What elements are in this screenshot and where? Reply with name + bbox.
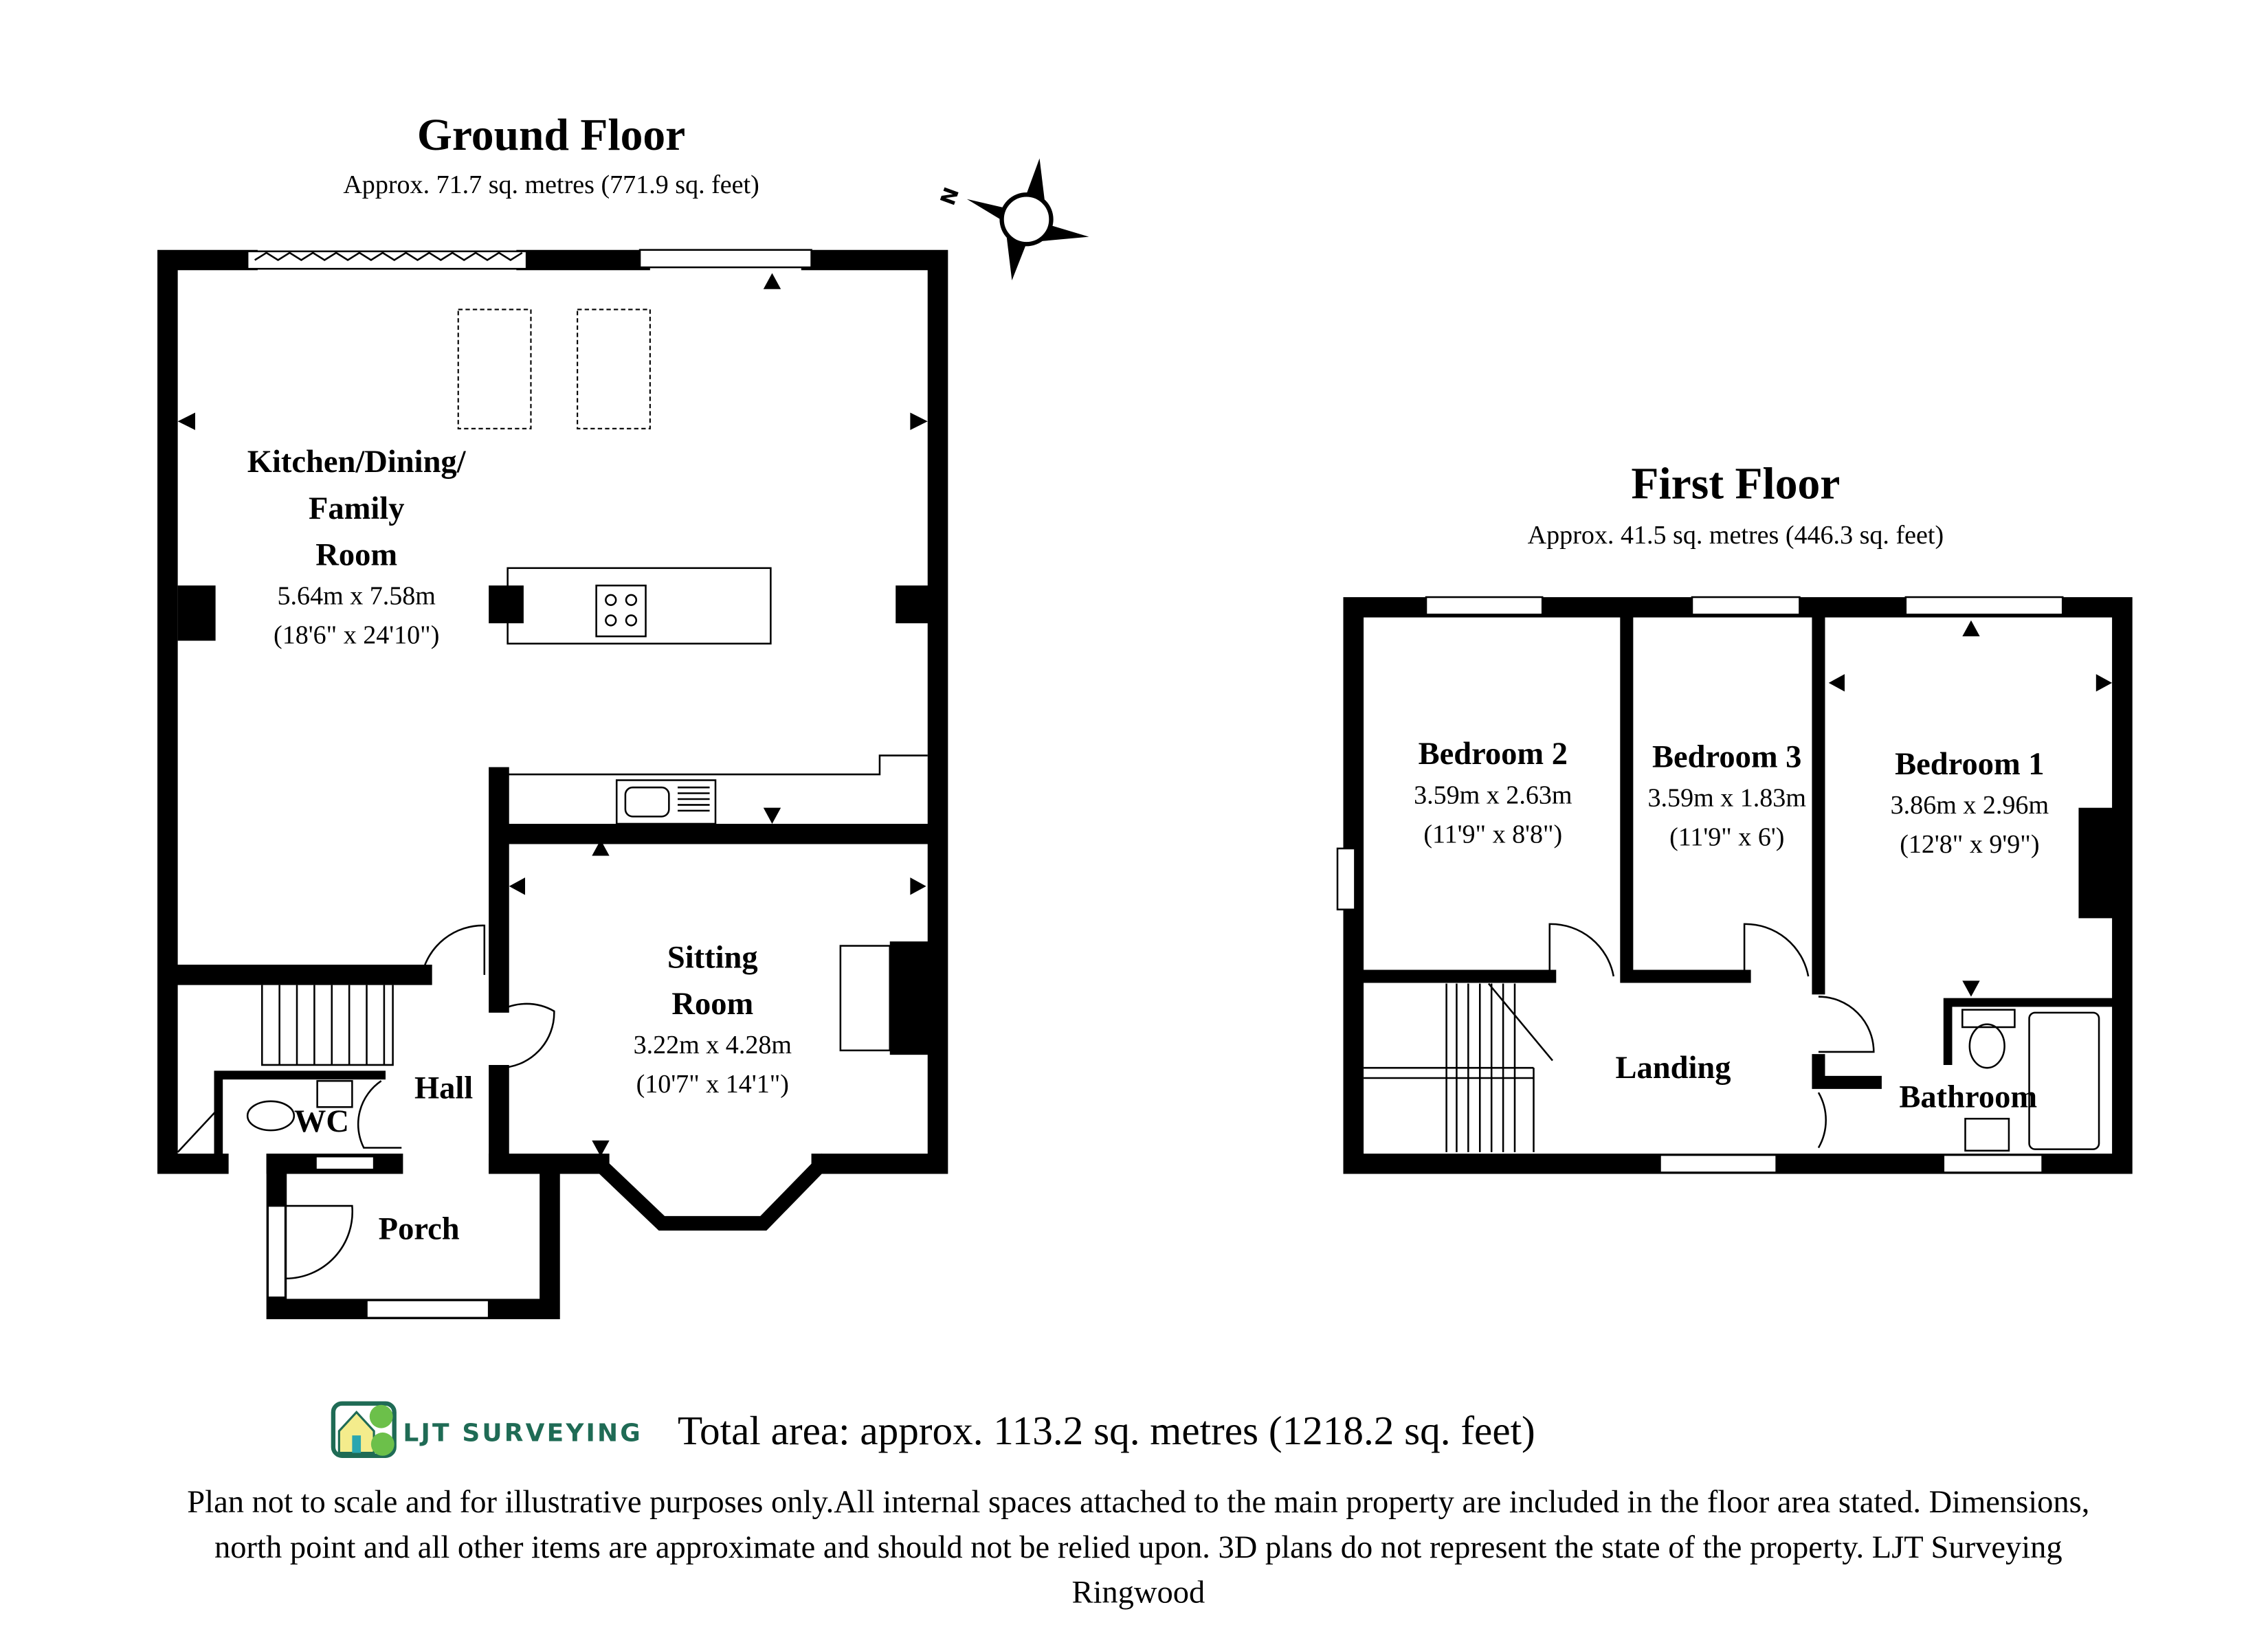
room-name: Room (671, 987, 753, 1022)
bifold-doors (246, 250, 528, 270)
sink-icon (615, 779, 717, 825)
ground-floor: Ground Floor Approx. 71.7 sq. metres (77… (157, 111, 948, 1319)
ground-floor-area: Approx. 71.7 sq. metres (771.9 sq. feet) (343, 170, 759, 199)
room-name: WC (294, 1104, 349, 1139)
window (638, 249, 812, 269)
room-name: Bedroom 1 (1895, 747, 2044, 782)
room-dimensions-metric: 3.59m x 1.83m (1648, 784, 1806, 813)
room-name: Sitting (667, 940, 758, 975)
room-name: Bedroom 3 (1652, 739, 1801, 774)
room-dimensions-imperial: (10'7" x 14'1") (636, 1070, 789, 1099)
room-dimensions-imperial: (12'8" x 9'9") (1900, 830, 2039, 859)
bath-icon (2028, 1011, 2100, 1150)
logo-text: LJT Surveying (403, 1420, 643, 1448)
room-name: Kitchen/Dining/ (247, 445, 467, 480)
room-dimensions-metric: 3.22m x 4.28m (634, 1031, 792, 1059)
compass-label: N (936, 184, 964, 208)
disclaimer-line: Ringwood (1071, 1575, 1205, 1610)
first-floor-title: First Floor (1631, 459, 1840, 508)
disclaimer-line: Plan not to scale and for illustrative p… (187, 1485, 2089, 1520)
hob-icon (595, 584, 647, 638)
ground-floor-title: Ground Floor (417, 111, 685, 160)
room-name: Family (309, 491, 404, 526)
ljt-surveying-logo: LJT Surveying (331, 1401, 643, 1458)
room-name: Hall (414, 1071, 473, 1106)
first-floor-area: Approx. 41.5 sq. metres (446.3 sq. feet) (1528, 521, 1944, 550)
kitchen-island (507, 567, 772, 645)
room-name: Landing (1615, 1051, 1731, 1086)
room-name: Bedroom 2 (1419, 737, 1568, 772)
room-dimensions-imperial: (18'6" x 24'10") (274, 621, 439, 650)
room-dimensions-metric: 3.86m x 2.96m (1891, 791, 2049, 820)
room-dimensions-imperial: (11'9" x 8'8") (1423, 820, 1562, 849)
room-dimensions-imperial: (11'9" x 6') (1669, 823, 1784, 852)
footer: LJT Surveying Total area: approx. 113.2 … (187, 1401, 2089, 1610)
compass-north-icon: N (936, 158, 1089, 281)
room-name: Porch (379, 1212, 460, 1247)
disclaimer-line: north point and all other items are appr… (214, 1530, 2063, 1565)
room-name: Room (315, 538, 397, 573)
total-area: Total area: approx. 113.2 sq. metres (12… (678, 1408, 1535, 1453)
room-dimensions-metric: 3.59m x 2.63m (1414, 781, 1572, 809)
room-name: Bathroom (1899, 1079, 2037, 1114)
room-dimensions-metric: 5.64m x 7.58m (278, 582, 436, 611)
first-floor: First Floor Approx. 41.5 sq. metres (446… (1336, 459, 2133, 1174)
